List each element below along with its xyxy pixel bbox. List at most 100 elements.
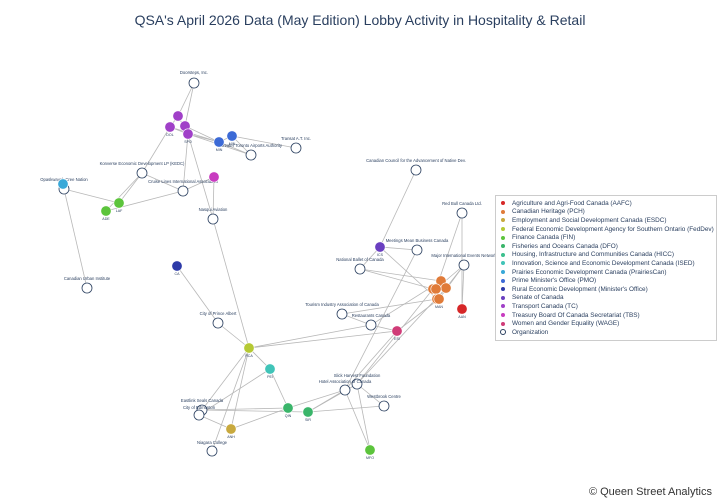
edge-o9-m12	[379, 169, 417, 248]
organization-node-o1[interactable]	[188, 77, 200, 89]
edge-o11-o18	[344, 249, 418, 391]
ministry-node-m10[interactable]	[100, 205, 112, 217]
legend-label-dfo: Fisheries and Oceans Canada (DFO)	[512, 242, 618, 250]
edge-o1-m3	[184, 82, 195, 127]
edge-m6-o3	[231, 135, 297, 149]
node-label-m4: SPO	[184, 140, 192, 144]
ministry-node-m5[interactable]	[213, 136, 225, 148]
edge-o14-m17	[341, 298, 438, 315]
legend-item-pch[interactable]: Canadian Heritage (PCH)	[500, 208, 712, 217]
organization-node-o15[interactable]	[365, 319, 377, 331]
edge-m21-o22	[211, 347, 250, 452]
ministry-node-m12[interactable]	[374, 241, 386, 253]
edge-m3-m5	[184, 125, 220, 143]
legend-swatch-tc	[500, 303, 506, 310]
ministry-node-m22[interactable]	[264, 363, 276, 375]
organization-node-o12[interactable]	[354, 263, 366, 275]
organization-node-o22[interactable]	[206, 445, 218, 457]
ministry-node-m26[interactable]	[364, 444, 376, 456]
legend-swatch-hicc	[500, 251, 506, 258]
ministry-node-m15[interactable]	[440, 282, 452, 294]
organization-node-o19[interactable]	[378, 400, 390, 412]
edge-m7-o7	[212, 176, 215, 220]
legend-item-prairiescan[interactable]: Prairies Economic Development Canada (Pr…	[500, 268, 712, 277]
ministry-node-m25[interactable]	[225, 423, 237, 435]
edge-o4-o5	[141, 172, 184, 192]
legend-label-tbs: Treasury Board Of Canada Secretariat (TB…	[512, 311, 640, 319]
ministry-node-m19[interactable]	[456, 303, 468, 315]
node-label-m21: RCA	[245, 354, 253, 358]
edge-m22-m23	[269, 368, 289, 409]
organization-node-o9[interactable]	[410, 164, 422, 176]
legend: Agriculture and Agri-Food Canada (AAFC)C…	[495, 195, 717, 341]
node-label-o21: City of Edmonton	[183, 405, 216, 410]
node-label-o3: Transat A.T. Inc.	[281, 136, 311, 141]
organization-node-o21[interactable]	[193, 409, 205, 421]
ministry-node-m21[interactable]	[243, 342, 255, 354]
legend-item-aafc[interactable]: Agriculture and Agri-Food Canada (AAFC)	[500, 199, 712, 208]
legend-item-pmo[interactable]: Prime Minister's Office (PMO)	[500, 276, 712, 285]
legend-item-ised[interactable]: Innovation, Science and Economic Develop…	[500, 259, 712, 268]
ministry-node-m4[interactable]	[182, 128, 194, 140]
ministry-node-m11[interactable]	[171, 260, 183, 272]
edge-m4-o5	[182, 133, 189, 192]
legend-item-org[interactable]: Organization	[500, 328, 712, 337]
legend-item-sen[interactable]: Senate of Canada	[500, 294, 712, 303]
organization-node-o10[interactable]	[456, 207, 468, 219]
legend-label-fin: Finance Canada (FIN)	[512, 234, 576, 242]
legend-swatch-pch	[500, 208, 506, 215]
legend-item-wage[interactable]: Women and Gender Equality (WAGE)	[500, 319, 712, 328]
legend-item-tc[interactable]: Transport Canada (TC)	[500, 302, 712, 311]
ministry-node-m6[interactable]	[226, 130, 238, 142]
edge-o12-m13	[359, 268, 442, 282]
legend-item-rural[interactable]: Rural Economic Development (Minister's O…	[500, 285, 712, 294]
organization-node-o11[interactable]	[411, 244, 423, 256]
organization-node-o3[interactable]	[290, 142, 302, 154]
organization-node-o7[interactable]	[207, 213, 219, 225]
node-label-m24: SIR	[305, 418, 311, 422]
legend-item-fin[interactable]: Finance Canada (FIN)	[500, 233, 712, 242]
ministry-node-m20[interactable]	[391, 325, 403, 337]
organization-node-o8[interactable]	[81, 282, 93, 294]
edge-o17-m26	[356, 383, 371, 451]
legend-item-esdc[interactable]: Employment and Social Development Canada…	[500, 216, 712, 225]
ministry-node-m7[interactable]	[208, 171, 220, 183]
ministry-node-m2[interactable]	[164, 121, 176, 133]
organization-node-o17[interactable]	[351, 378, 363, 390]
edge-layer	[62, 82, 465, 452]
legend-swatch-esdc	[500, 217, 506, 224]
node-label-o17: Slick Harvest Foundation	[334, 373, 381, 378]
organization-node-o14[interactable]	[336, 308, 348, 320]
legend-item-tbs[interactable]: Treasury Board Of Canada Secretariat (TB…	[500, 311, 712, 320]
legend-label-rural: Rural Economic Development (Minister's O…	[512, 285, 648, 293]
organization-node-o5[interactable]	[177, 185, 189, 197]
ministry-node-m9[interactable]	[113, 197, 125, 209]
ministry-node-m23[interactable]	[282, 402, 294, 414]
organization-node-o13[interactable]	[458, 259, 470, 271]
ministry-node-m24[interactable]	[302, 406, 314, 418]
node-label-m10: ADE	[102, 217, 110, 221]
legend-label-tc: Transport Canada (TC)	[512, 302, 578, 310]
node-label-m23: QIN	[285, 414, 292, 418]
ministry-node-m1[interactable]	[172, 110, 184, 122]
edge-o1-m1	[177, 82, 195, 117]
node-label-m22: PEI	[267, 375, 273, 379]
legend-item-hicc[interactable]: Housing, Infrastructure and Communities …	[500, 251, 712, 260]
edge-o6-o8	[63, 188, 88, 289]
organization-node-o4[interactable]	[136, 167, 148, 179]
legend-label-aafc: Agriculture and Agri-Food Canada (AAFC)	[512, 199, 632, 207]
organization-node-o2[interactable]	[245, 149, 257, 161]
legend-item-feddev[interactable]: Federal Economic Development Agency for …	[500, 225, 714, 234]
ministry-node-m16[interactable]	[430, 283, 442, 295]
node-label-m9: LAF	[116, 209, 123, 213]
node-label-o4: Konverse Economic Development LP (KEDC)	[100, 161, 185, 166]
organization-node-o18[interactable]	[339, 384, 351, 396]
ministry-node-m8[interactable]	[57, 178, 69, 190]
node-label-o14: Tourism Industry Association of Canada	[305, 302, 379, 307]
legend-item-dfo[interactable]: Fisheries and Oceans Canada (DFO)	[500, 242, 712, 251]
legend-swatch-feddev	[500, 226, 506, 233]
ministry-node-m18[interactable]	[433, 293, 445, 305]
organization-node-o16[interactable]	[212, 317, 224, 329]
node-label-o10: Red Bull Canada Ltd.	[442, 201, 482, 206]
